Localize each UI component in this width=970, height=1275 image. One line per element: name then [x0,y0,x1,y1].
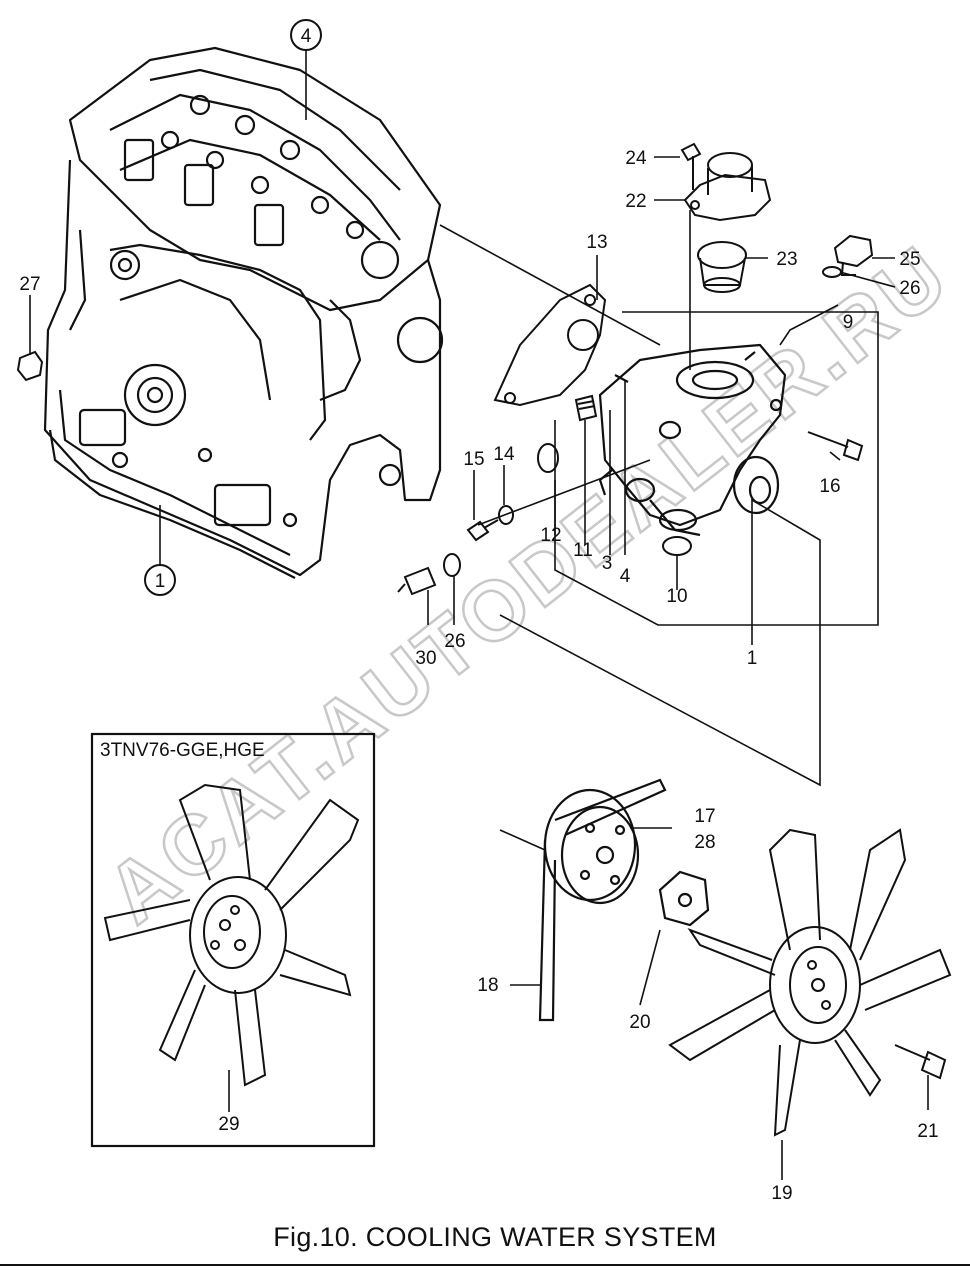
callout-26-lower: 26 [444,631,465,652]
belt-pulley-illustration [538,778,710,1022]
callout-18: 18 [477,975,498,996]
water-pump-illustration [598,343,787,537]
figure-caption: Fig.10. COOLING WATER SYSTEM [273,1222,717,1252]
callout-19: 19 [771,1183,792,1204]
fan-19-illustration [668,828,952,1137]
variant-box-frame [90,732,376,1148]
callout-10: 10 [666,586,687,607]
callout-3: 3 [602,553,613,574]
callout-1-block: 1 [144,564,176,596]
watermark-text: ACAT.AUTODEALER.RU [89,227,966,941]
bottom-rule [0,1264,970,1266]
callout-14: 14 [493,444,515,465]
callout-17: 17 [694,806,715,827]
fan-29-illustration [103,783,360,1087]
callout-26-upper: 26 [899,278,920,299]
callout-13: 13 [586,232,607,253]
callout-25: 25 [899,249,920,270]
leader-lines [29,50,929,1180]
callout-16: 16 [819,476,840,497]
callout-21: 21 [917,1121,938,1142]
callout-15: 15 [463,449,484,470]
variant-box: 3TNV76-GGE,HGE [90,732,376,1148]
callout-labels: 4 1 27 13 24 22 23 25 26 9 16 15 14 12 1… [19,19,939,1204]
callout-4-pump: 4 [620,566,631,587]
small-parts-illustration [16,142,874,596]
gasket-13-illustration [493,283,607,407]
callout-28: 28 [694,832,715,853]
callout-22: 22 [625,191,646,212]
callout-1-pump: 1 [747,648,758,669]
variant-box-label: 3TNV76-GGE,HGE [100,740,265,761]
callout-12: 12 [540,525,561,546]
callout-30: 30 [415,648,436,669]
callout-27: 27 [19,274,40,295]
callout-29: 29 [218,1114,239,1135]
svg-text:1: 1 [155,571,166,592]
callout-23: 23 [776,249,797,270]
engine-block-illustration [43,46,444,579]
callout-20: 20 [629,1012,650,1033]
callout-11: 11 [573,540,593,561]
callout-9: 9 [843,312,854,333]
watermark: ACAT.AUTODEALER.RU [88,226,968,943]
callout-4-top: 4 [290,19,322,51]
svg-text:4: 4 [301,26,312,47]
callout-24: 24 [625,148,647,169]
